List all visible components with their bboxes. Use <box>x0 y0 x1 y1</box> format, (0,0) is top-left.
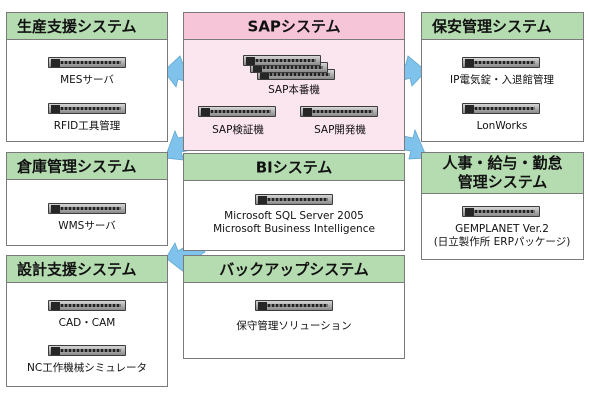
production-support-system-header: 生産支援システム <box>7 13 167 40</box>
hr-system-title-line2: 管理システム <box>457 173 548 191</box>
hr-system-title: 人事・給与・勤怠管理システム <box>422 154 583 192</box>
sap-development-server-icon <box>300 106 378 117</box>
bi-system-title: BIシステム <box>255 158 333 177</box>
gemplanet-server-icon <box>462 206 540 217</box>
security-management-system-box: 保安管理システム IP電気錠・入退館管理 LonWorks <box>421 12 584 142</box>
bi-server-icon <box>255 194 333 205</box>
backup-system-title: バックアップシステム <box>219 260 369 279</box>
security-management-system-header: 保安管理システム <box>422 13 583 40</box>
ip-lock-access-label: IP電気錠・入退館管理 <box>450 74 554 86</box>
bi-system-box: BIシステム Microsoft SQL Server 2005 Microso… <box>183 153 405 251</box>
nc-simulator-label: NC工作機械シミュレータ <box>27 362 147 374</box>
ip-lock-server-icon <box>462 57 540 68</box>
sap-system-header: SAPシステム <box>184 13 404 40</box>
warehouse-management-system-title: 倉庫管理システム <box>17 157 137 176</box>
sap-system-box: SAPシステム SAP本番機 SAP検証機 SAP開発機 <box>183 12 405 151</box>
cad-cam-server-icon <box>48 300 126 311</box>
production-support-system-box: 生産支援システム MESサーバ RFID工具管理 <box>6 12 168 142</box>
backup-server-icon <box>255 300 333 311</box>
sap-production-label: SAP本番機 <box>268 84 320 96</box>
design-support-system-title: 設計支援システム <box>17 260 137 279</box>
sap-system-title: SAPシステム <box>247 17 341 36</box>
production-support-system-title: 生産支援システム <box>17 17 137 36</box>
mes-server-icon <box>48 57 126 68</box>
warehouse-management-system-header: 倉庫管理システム <box>7 153 167 180</box>
warehouse-management-system-box: 倉庫管理システム WMSサーバ <box>6 152 168 246</box>
maintenance-solution-label: 保守管理ソリューション <box>236 320 352 332</box>
business-intelligence-label: Microsoft Business Intelligence <box>213 223 375 235</box>
backup-system-box: バックアップシステム 保守管理ソリューション <box>183 255 405 359</box>
rfid-tool-management-label: RFID工具管理 <box>53 120 121 132</box>
design-support-system-header: 設計支援システム <box>7 256 167 283</box>
hr-payroll-attendance-system-box: 人事・給与・勤怠管理システム GEMPLANET Ver.2 (日立製作所 ER… <box>421 152 584 260</box>
mes-server-label: MESサーバ <box>60 74 114 86</box>
bi-system-header: BIシステム <box>184 154 404 181</box>
sap-verification-label: SAP検証機 <box>212 124 264 136</box>
design-support-system-box: 設計支援システム CAD・CAM NC工作機械シミュレータ <box>6 255 168 387</box>
gemplanet-version-label: GEMPLANET Ver.2 <box>455 223 549 235</box>
security-management-system-title: 保安管理システム <box>432 17 552 36</box>
rfid-server-icon <box>48 103 126 114</box>
lonworks-label: LonWorks <box>476 120 528 132</box>
erp-package-label: (日立製作所 ERPパッケージ) <box>433 236 571 248</box>
cad-cam-label: CAD・CAM <box>58 317 116 329</box>
backup-system-header: バックアップシステム <box>184 256 404 283</box>
sap-production-server-icon <box>243 55 321 66</box>
nc-simulator-server-icon <box>48 345 126 356</box>
sap-development-label: SAP開発機 <box>314 124 366 136</box>
wms-server-label: WMSサーバ <box>58 220 116 232</box>
lonworks-server-icon <box>462 103 540 114</box>
hr-system-title-line1: 人事・給与・勤怠 <box>442 154 563 172</box>
hr-payroll-attendance-system-header: 人事・給与・勤怠管理システム <box>422 153 583 194</box>
sap-verification-server-icon <box>198 106 276 117</box>
sql-server-label: Microsoft SQL Server 2005 <box>224 210 364 222</box>
wms-server-icon <box>48 203 126 214</box>
